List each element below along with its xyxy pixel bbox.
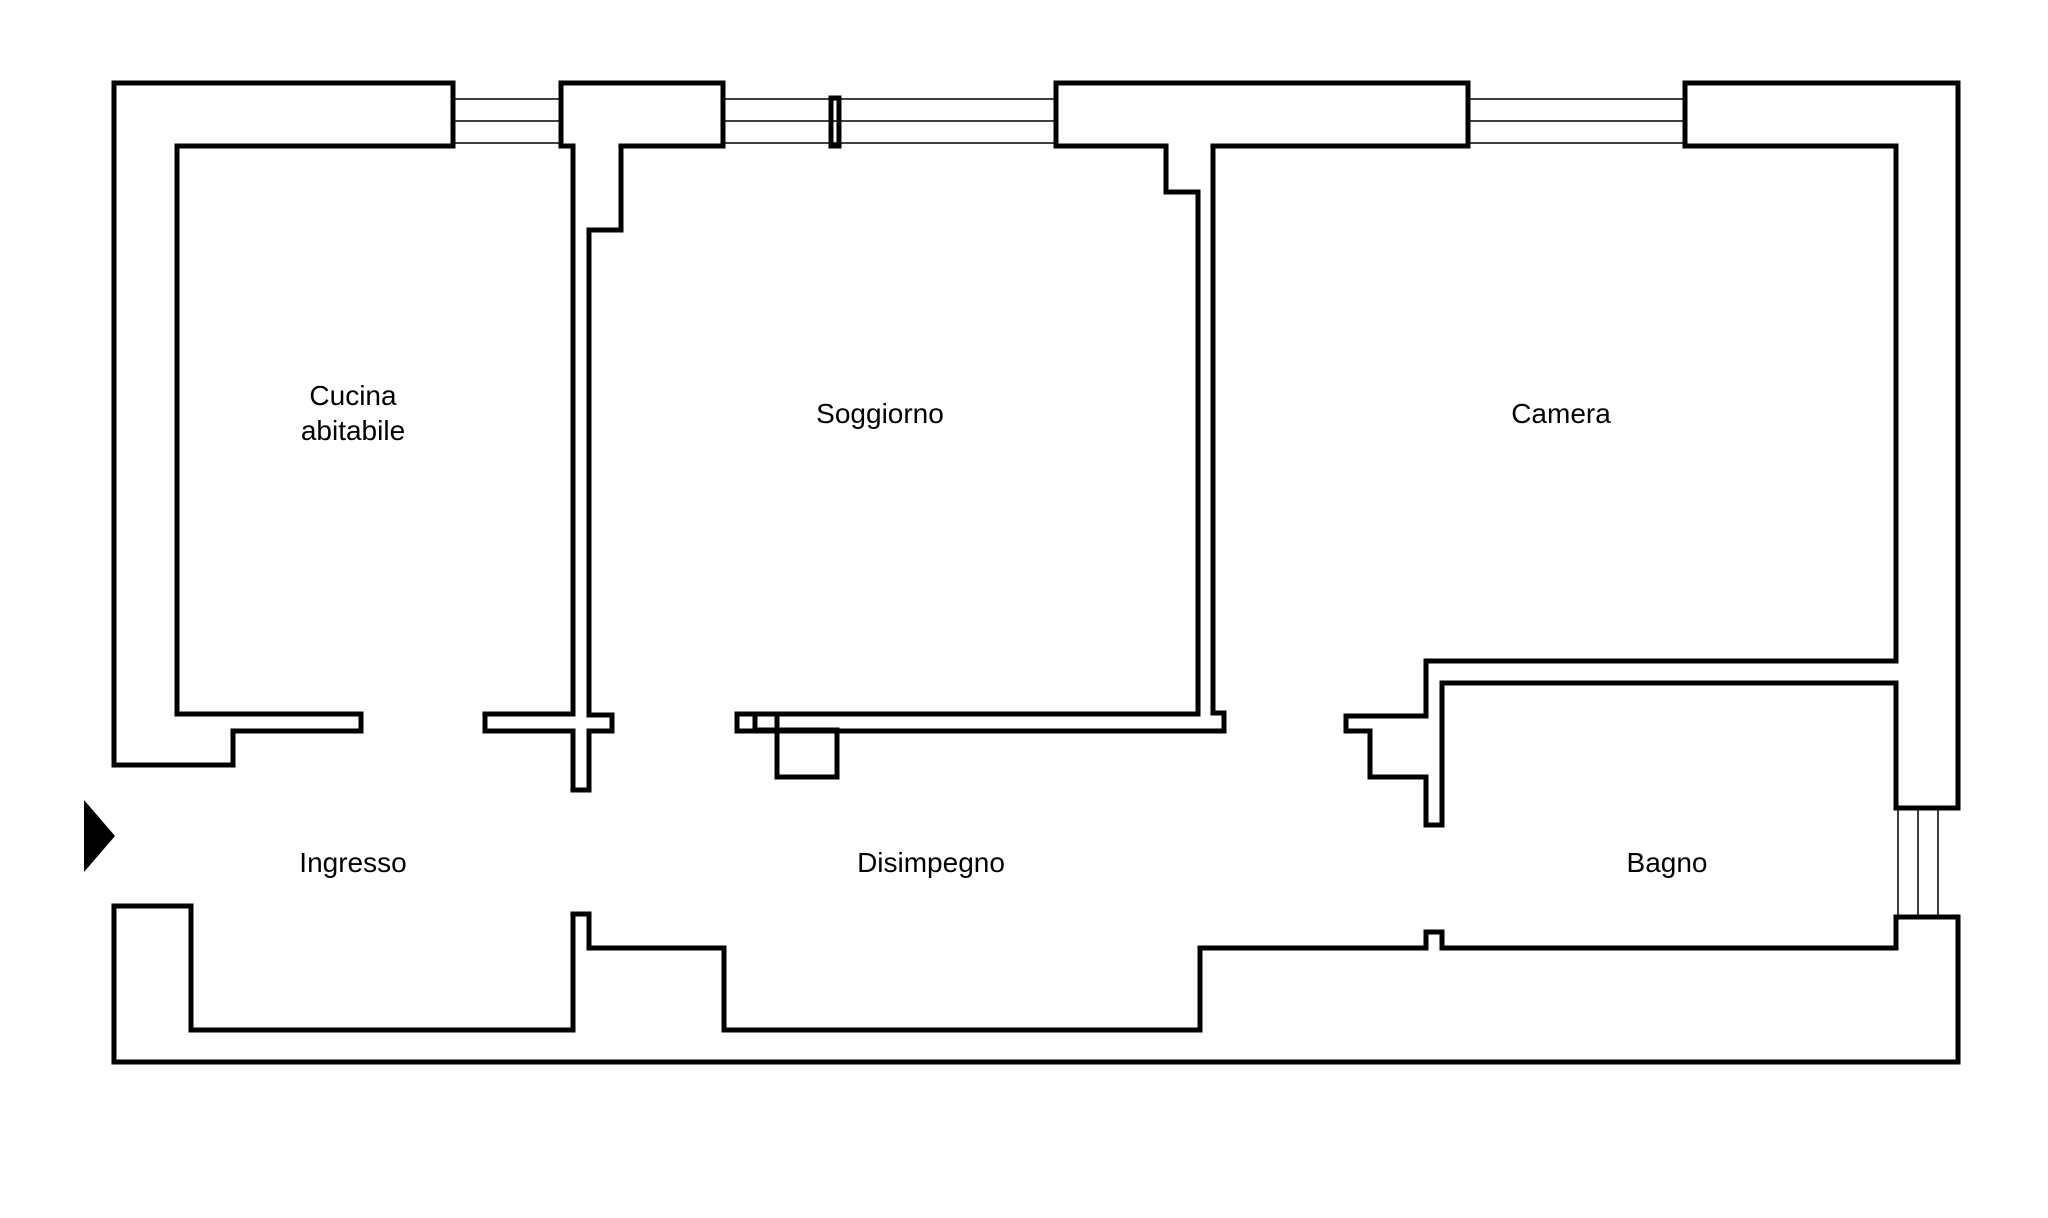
label-disimpegno: Disimpegno bbox=[857, 847, 1005, 878]
wall-top-pier-2 bbox=[734, 80, 1471, 780]
label-soggiorno: Soggiorno bbox=[816, 398, 944, 429]
wall-top-pier-1 bbox=[482, 80, 726, 793]
label-camera: Camera bbox=[1511, 398, 1611, 429]
label-bagno: Bagno bbox=[1627, 847, 1708, 878]
wall-top-right bbox=[1343, 80, 1961, 828]
wall-bottom bbox=[111, 903, 1961, 1065]
label-ingresso: Ingresso bbox=[299, 847, 406, 878]
label-cucina-line2: abitabile bbox=[301, 415, 405, 446]
entrance-arrow-icon bbox=[84, 800, 115, 872]
window-bagno bbox=[1897, 808, 1939, 917]
walls bbox=[111, 80, 1961, 1065]
wall-window-mullion bbox=[828, 95, 842, 149]
label-cucina-line1: Cucina bbox=[309, 380, 397, 411]
window-soggiorno bbox=[723, 98, 1056, 144]
windows bbox=[453, 98, 1939, 917]
wall-kitchen-outer bbox=[111, 80, 456, 768]
room-labels: Cucina abitabile Soggiorno Camera Ingres… bbox=[299, 380, 1707, 878]
window-camera bbox=[1468, 98, 1685, 144]
window-kitchen bbox=[453, 98, 561, 144]
